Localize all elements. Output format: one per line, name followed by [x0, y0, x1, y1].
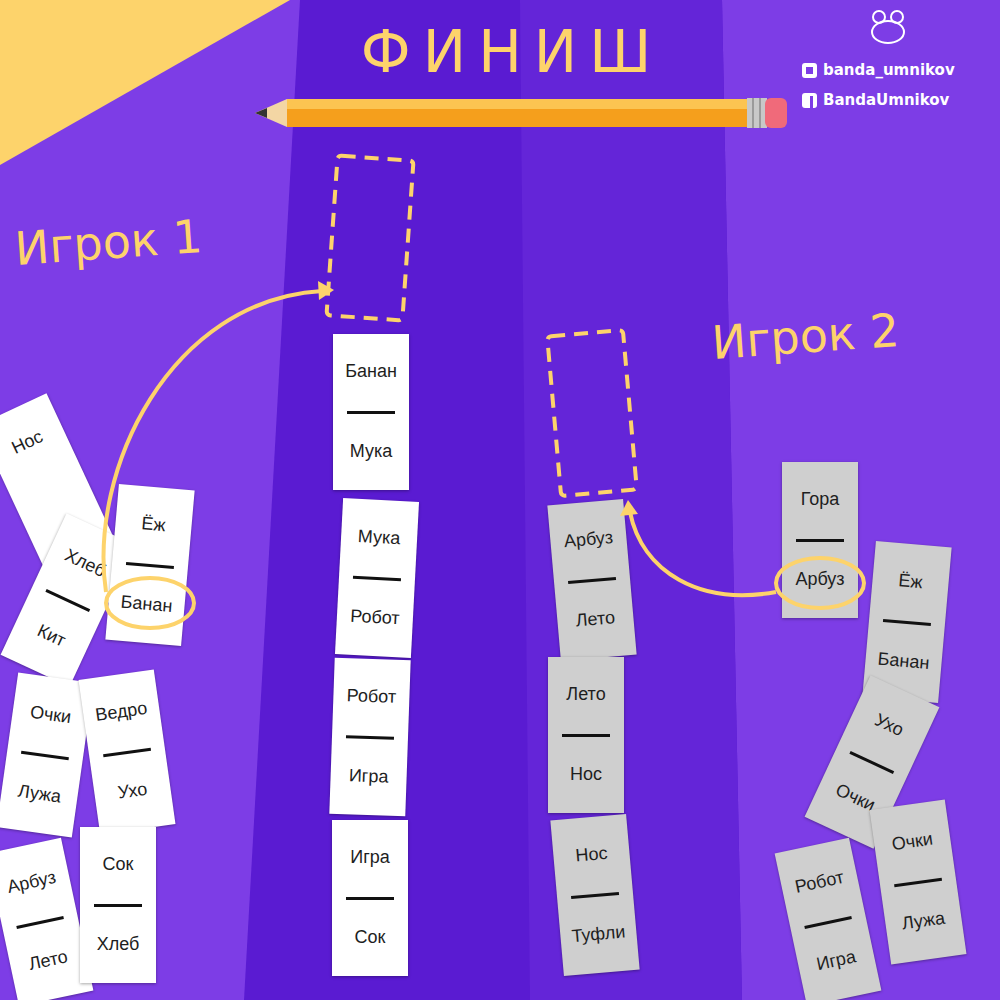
- domino-tile: СокХлеб: [80, 827, 156, 983]
- highlight-circle: [106, 578, 194, 628]
- arrow-head: [318, 281, 334, 300]
- move-arrow: [630, 512, 776, 595]
- watermark: banda_umnikov: [823, 61, 955, 79]
- domino-tile: ГораАрбуз: [782, 462, 858, 618]
- tile-divider: [894, 877, 941, 887]
- tile-word: Очки: [891, 829, 935, 856]
- tile-word: Нос: [9, 426, 47, 459]
- tile-word: Мука: [357, 526, 401, 550]
- ferrule-line: [759, 98, 761, 128]
- finish-title: ФИНИШ: [312, 18, 712, 86]
- logo-body: [872, 21, 904, 43]
- tile-divider: [126, 561, 173, 568]
- watermark: BandaUmnikov: [823, 91, 949, 109]
- tile-word: Игра: [348, 765, 388, 788]
- tile-divider: [46, 589, 90, 612]
- logo-eye: [873, 11, 885, 23]
- tile-divider: [571, 891, 618, 898]
- tile-divider: [17, 916, 64, 929]
- ferrule-line: [752, 98, 754, 128]
- domino-tile: НосТуфли: [550, 814, 639, 976]
- domino-tile: ЁжБанан: [105, 484, 194, 646]
- tile-word: Лужа: [17, 781, 63, 808]
- vk-icon: [802, 63, 817, 78]
- tile-word: Очки: [29, 702, 73, 729]
- tile-divider: [94, 904, 141, 907]
- tile-divider: [568, 576, 615, 583]
- arrow-head: [620, 500, 638, 516]
- vk-icon-mark: [806, 67, 813, 74]
- tile-divider: [347, 411, 394, 414]
- tile-word: Ведро: [94, 698, 149, 727]
- tile-word: Кит: [34, 620, 69, 652]
- tile-word: Робот: [346, 686, 396, 709]
- tile-word: Лето: [566, 684, 605, 706]
- domino-tile: МукаРобот: [335, 498, 419, 658]
- tile-word: Мука: [350, 441, 392, 463]
- tile-word: Ухо: [871, 710, 907, 742]
- domino-tile: РоботИгра: [329, 658, 410, 817]
- fb-icon: [802, 93, 817, 108]
- tile-word: Хлеб: [61, 545, 109, 583]
- tile-word: Хлеб: [97, 934, 140, 956]
- pencil-wood: [255, 99, 287, 127]
- pencil-highlight: [287, 99, 747, 109]
- highlight-circle: [776, 558, 864, 608]
- tile-word: Ёж: [898, 571, 924, 595]
- logo-eye: [891, 11, 903, 23]
- tile-word: Игра: [350, 847, 390, 869]
- tile-word: Арбуз: [5, 867, 58, 898]
- tile-divider: [796, 539, 843, 542]
- tile-divider: [562, 734, 609, 737]
- tile-word: Нос: [570, 764, 602, 786]
- tile-divider: [850, 751, 894, 774]
- pencil-body: [287, 99, 747, 127]
- tile-word: Ухо: [116, 779, 148, 804]
- tile-word: Банан: [120, 592, 173, 618]
- tile-divider: [103, 747, 150, 757]
- empty-slot: [327, 156, 414, 321]
- center-band: [244, 0, 742, 1000]
- tile-word: Ёж: [141, 514, 167, 538]
- center-band-right: [520, 0, 742, 1000]
- pencil-ferrule: [747, 98, 767, 128]
- tile-word: Банан: [877, 649, 930, 675]
- tile-word: Лето: [575, 607, 616, 632]
- tile-word: Робот: [793, 867, 846, 898]
- tile-word: Банан: [345, 361, 397, 383]
- corner-triangle: [0, 0, 290, 165]
- tile-word: Робот: [350, 606, 400, 630]
- tile-word: Лето: [27, 946, 70, 975]
- pencil-eraser: [765, 98, 787, 128]
- tile-word: Игра: [815, 946, 858, 975]
- move-arrow: [104, 291, 322, 592]
- tile-divider: [883, 618, 930, 625]
- tile-word: Лужа: [901, 908, 947, 935]
- tile-divider: [21, 750, 68, 760]
- tile-word: Сок: [355, 927, 386, 949]
- tile-divider: [353, 575, 400, 580]
- domino-tile: ИграСок: [332, 820, 408, 976]
- domino-tile: БананМука: [333, 334, 409, 490]
- domino-tile: ЛетоНос: [548, 657, 624, 813]
- pencil-lead: [255, 108, 267, 118]
- tile-word: Арбуз: [795, 569, 844, 591]
- domino-tile: АрбузЛето: [547, 499, 636, 661]
- tile-divider: [805, 916, 852, 929]
- tile-word: Сок: [103, 854, 134, 876]
- tile-divider: [346, 897, 393, 900]
- fb-icon-mark: [810, 96, 813, 108]
- tile-word: Арбуз: [563, 528, 614, 554]
- tile-word: Гора: [801, 489, 840, 511]
- tile-word: Нос: [575, 843, 609, 867]
- empty-slot: [547, 330, 637, 496]
- tile-divider: [346, 735, 393, 740]
- frog-logo: [872, 11, 904, 43]
- tile-word: Туфли: [571, 922, 626, 948]
